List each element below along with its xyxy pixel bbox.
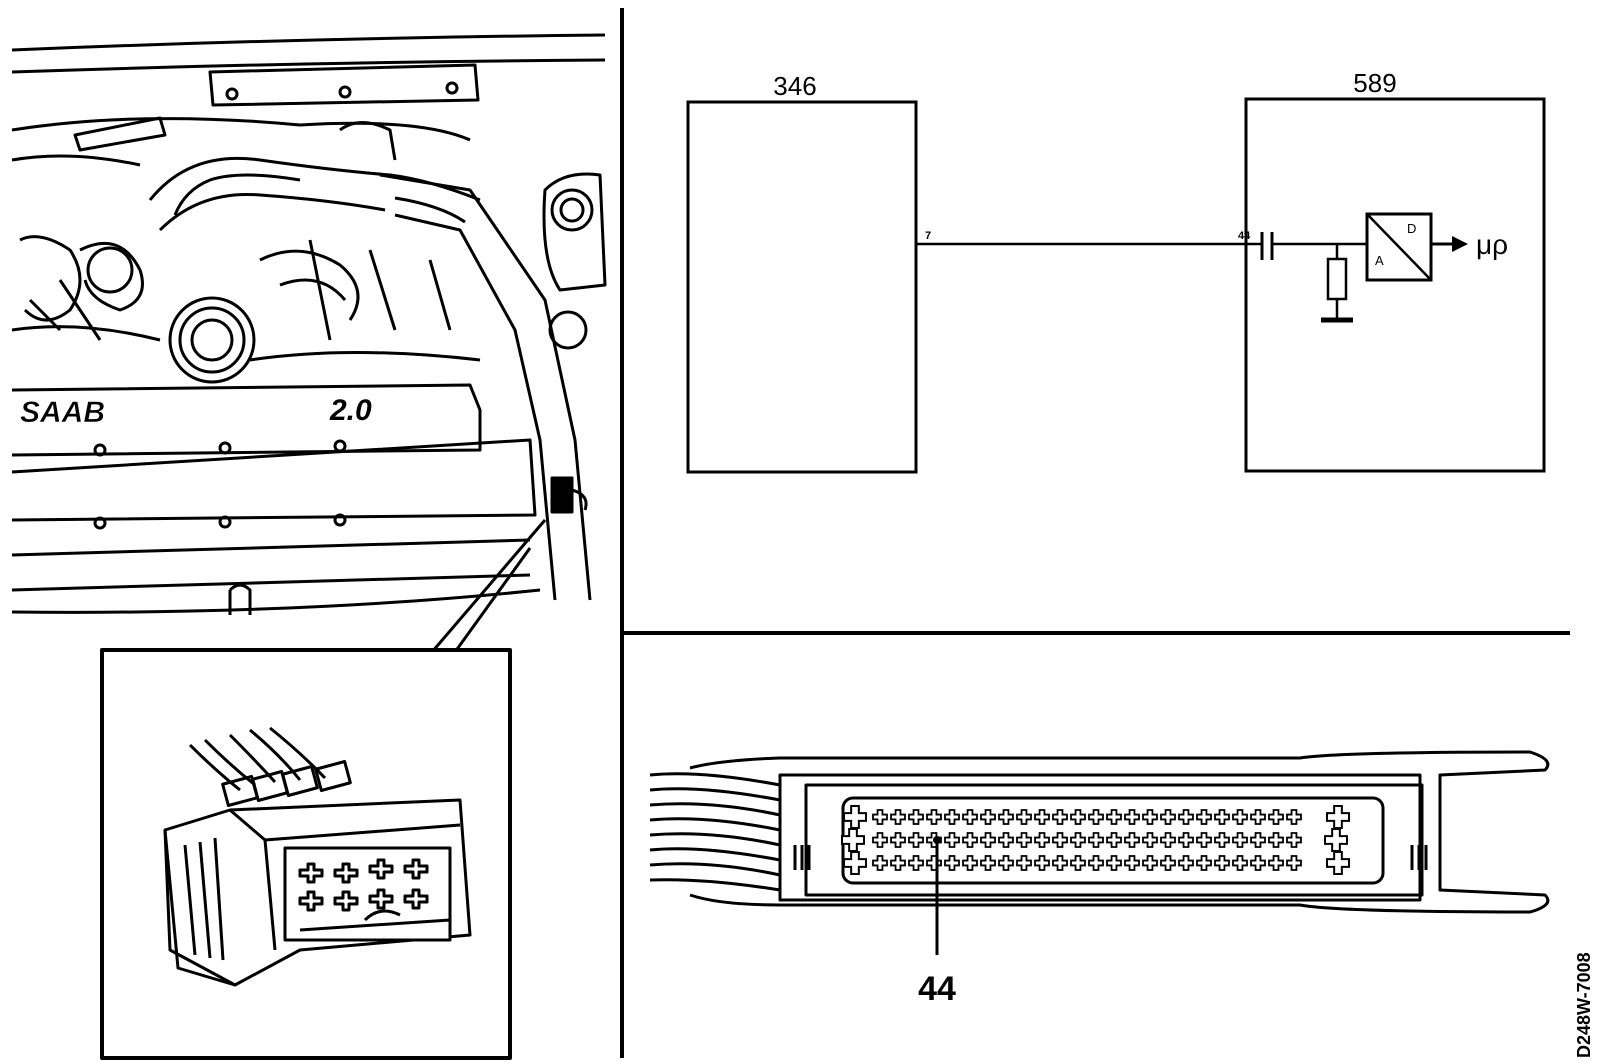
- connector-pin-large: [1326, 851, 1350, 875]
- engine-badge-brand: SAAB: [20, 396, 105, 429]
- connector-pin: [1178, 809, 1194, 825]
- connector-pin: [1178, 855, 1194, 871]
- converter-input-label: A: [1375, 253, 1384, 268]
- resistor-symbol: [1326, 244, 1348, 318]
- connector-pin: [1016, 809, 1032, 825]
- connector-pin: [1070, 809, 1086, 825]
- connector-pin: [1124, 809, 1140, 825]
- connector-pin: [962, 832, 978, 848]
- pin-7-label: 7: [925, 230, 931, 242]
- connector-pin: [1142, 809, 1158, 825]
- pin-44-callout: [933, 836, 941, 955]
- connector-pin: [1268, 809, 1284, 825]
- connector-pin: [1286, 855, 1302, 871]
- connector-pin: [1070, 832, 1086, 848]
- module-346-label: 346: [773, 71, 816, 101]
- microprocessor-label: μρ: [1476, 229, 1508, 260]
- connector-pin-large: [843, 805, 867, 829]
- connector-pin: [908, 832, 924, 848]
- connector-pin: [1232, 809, 1248, 825]
- connector-pin: [1178, 832, 1194, 848]
- connector-pin: [944, 832, 960, 848]
- connector-pin: [1034, 809, 1050, 825]
- connector-pin: [872, 809, 888, 825]
- connector-pin: [944, 855, 960, 871]
- connector-pin: [1250, 832, 1266, 848]
- connector-pin: [998, 855, 1014, 871]
- connector-pin: [1034, 832, 1050, 848]
- connector-pin: [998, 809, 1014, 825]
- connector-pin-large: [1326, 805, 1350, 829]
- connector-pin: [1286, 832, 1302, 848]
- pin-44-label: 44: [1238, 230, 1251, 242]
- connector-pin: [1160, 832, 1176, 848]
- connector-pin: [890, 855, 906, 871]
- connector-pin: [1016, 832, 1032, 848]
- connector-pin: [980, 809, 996, 825]
- connector-pin: [1088, 809, 1104, 825]
- module-589-box: [1244, 97, 1546, 473]
- connector-pin: [1016, 855, 1032, 871]
- connector-pin: [890, 832, 906, 848]
- connector-pin: [1160, 809, 1176, 825]
- connector-pin: [1142, 832, 1158, 848]
- connector-pin: [1106, 832, 1122, 848]
- connector-pin: [926, 809, 942, 825]
- connector-pin: [962, 855, 978, 871]
- connector-pin: [998, 832, 1014, 848]
- connector-pin: [890, 809, 906, 825]
- connector-pin: [1088, 832, 1104, 848]
- connector-pin: [908, 855, 924, 871]
- connector-pin: [1250, 855, 1266, 871]
- engine-badge-displacement: 2.0: [329, 394, 372, 427]
- module-346-box: [686, 100, 918, 474]
- connector-detail-inset: [100, 648, 512, 1060]
- connector-pin: [1124, 832, 1140, 848]
- connector-pin: [1232, 855, 1248, 871]
- connector-pin: [872, 855, 888, 871]
- connector-pin: [962, 809, 978, 825]
- connector-pin: [944, 809, 960, 825]
- connector-pin: [1106, 855, 1122, 871]
- connector-pin: [1214, 809, 1230, 825]
- connector-pin: [1268, 855, 1284, 871]
- connector-pin: [872, 832, 888, 848]
- connector-pin: [1196, 832, 1212, 848]
- connector-pin-large: [843, 851, 867, 875]
- drawing-reference: D248W-7008: [1574, 952, 1594, 1058]
- connector-pin: [1124, 855, 1140, 871]
- connector-pin: [980, 832, 996, 848]
- connector-pin: [1052, 855, 1068, 871]
- converter-output-label: D: [1407, 221, 1416, 236]
- connector-pin: [1250, 809, 1266, 825]
- connector-pin: [1160, 855, 1176, 871]
- connector-pin: [1106, 809, 1122, 825]
- connector-pin: [1214, 832, 1230, 848]
- pin-44-callout-label: 44: [918, 970, 956, 1008]
- connector-pin: [1142, 855, 1158, 871]
- capacitor-symbol: [1260, 232, 1274, 260]
- module-589-label: 589: [1353, 68, 1396, 98]
- wiring-schematic: [686, 97, 1546, 474]
- connector-pin: [1214, 855, 1230, 871]
- connector-pin: [1196, 809, 1212, 825]
- panel-dividers: [620, 8, 1570, 1058]
- ecu-connector-view: [649, 750, 1550, 914]
- connector-pin: [1052, 832, 1068, 848]
- connector-pin: [1052, 809, 1068, 825]
- output-arrow-icon: [1452, 236, 1468, 252]
- connector-pin: [1196, 855, 1212, 871]
- connector-pin: [1070, 855, 1086, 871]
- connector-pin: [1268, 832, 1284, 848]
- connector-pin: [1286, 809, 1302, 825]
- connector-pin: [980, 855, 996, 871]
- connector-pin: [1088, 855, 1104, 871]
- connector-pin: [1034, 855, 1050, 871]
- connector-pin-field: [841, 805, 1350, 875]
- engine-bay-illustration: [11, 33, 607, 653]
- connector-pin: [1232, 832, 1248, 848]
- connector-pin: [908, 809, 924, 825]
